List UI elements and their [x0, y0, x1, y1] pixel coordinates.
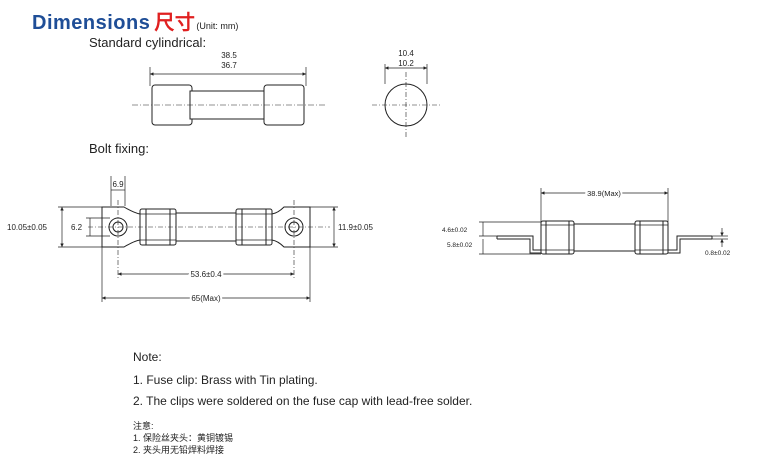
bolt-top-view — [58, 176, 338, 302]
bolt-heading: Bolt fixing: — [89, 141, 149, 156]
length-max-label: 38.5 — [221, 51, 237, 60]
note-line-2: 2. The clips were soldered on the fuse c… — [133, 394, 473, 408]
left-height-label: 10.05±0.05 — [7, 223, 48, 232]
clip-thickness-label: 0.8±0.02 — [705, 250, 731, 257]
offset-upper-label: 4.6±0.02 — [442, 227, 468, 234]
cylindrical-end-view — [372, 64, 440, 138]
offset-lower-label: 5.8±0.02 — [447, 242, 473, 249]
title-en: Dimensions — [32, 12, 151, 34]
title-cn: 尺寸 — [154, 12, 196, 34]
bolt-side-view — [479, 188, 728, 255]
cn-notes-heading: 注意: — [133, 421, 154, 431]
dia-max-label: 10.4 — [398, 49, 414, 58]
hole-spacing-label: 53.6±0.4 — [190, 270, 222, 279]
cylindrical-side-view — [132, 67, 326, 126]
dia-min-label: 10.2 — [398, 59, 414, 68]
length-min-label: 36.7 — [221, 61, 237, 70]
hole-dia-label: 6.2 — [71, 223, 83, 232]
overall-length-label: 65(Max) — [191, 294, 221, 303]
standard-heading: Standard cylindrical: — [89, 35, 207, 50]
note-line-1: 1. Fuse clip: Brass with Tin plating. — [133, 373, 318, 387]
cn-note-line-2: 2. 夹头用无铅焊料焊接 — [133, 445, 225, 455]
unit-label: (Unit: mm) — [196, 21, 239, 31]
body-length-label: 38.9(Max) — [587, 189, 621, 198]
cn-note-line-1: 1. 保险丝夹头：黄铜镀锡 — [133, 433, 234, 443]
notes-heading: Note: — [133, 350, 162, 364]
slot-width-label: 6.9 — [112, 180, 124, 189]
right-height-label: 11.9±0.05 — [338, 223, 373, 232]
